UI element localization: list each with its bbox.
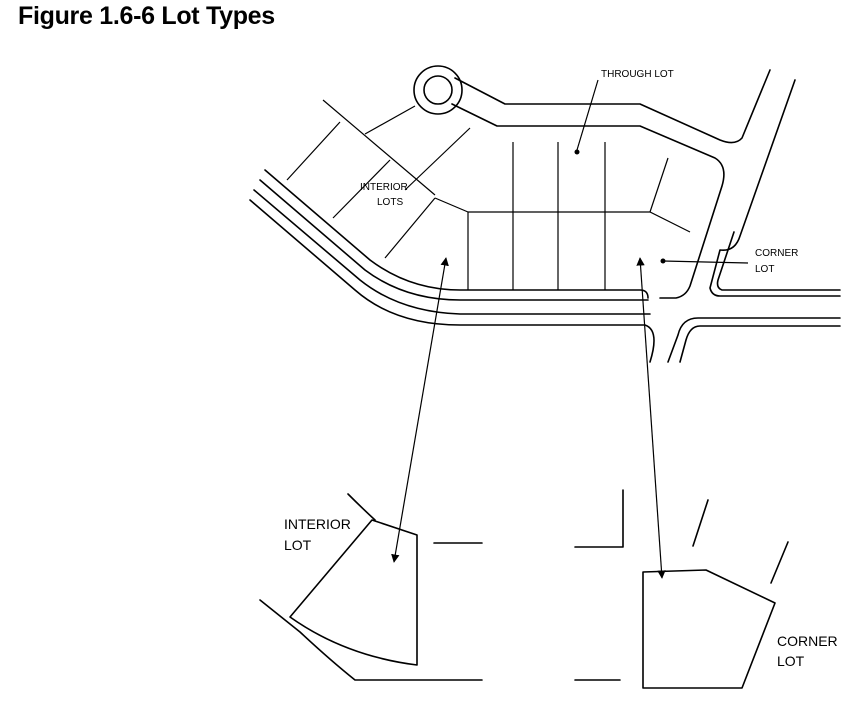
street-curve-line-2 <box>259 179 649 301</box>
interior-lot-arrow <box>391 257 449 563</box>
interior-lots-label-2: LOTS <box>377 197 403 208</box>
corner-lot-small-label-2: LOT <box>755 264 774 275</box>
lot-lines <box>286 99 691 290</box>
interior-lot-label-2: LOT <box>284 537 312 553</box>
through-lot-label: THROUGH LOT <box>601 69 674 80</box>
culdesac-street-bottom <box>451 103 725 299</box>
corner-lot-dot <box>660 258 666 264</box>
corner-lot-leader <box>662 260 749 264</box>
corner-lot-arrow <box>636 257 666 579</box>
ns-road-line-1 <box>709 79 841 297</box>
street-network <box>249 65 841 363</box>
cul-de-sac-outer <box>413 65 463 115</box>
cul-de-sac-inner <box>423 75 453 105</box>
figure-title: Figure 1.6-6 Lot Types <box>18 2 275 30</box>
interior-lot-label-1: INTERIOR <box>284 516 351 532</box>
corner-lot-label-1: CORNER <box>777 633 838 649</box>
through-lot-leader <box>576 79 599 151</box>
interior-lot-detail <box>259 493 483 681</box>
corner-lot-small-label-1: CORNER <box>755 248 798 259</box>
corner-lot-label-2: LOT <box>777 653 805 669</box>
corner-lot-detail <box>574 489 789 689</box>
through-lot-dot <box>574 149 580 155</box>
interior-lots-label-1: INTERIOR <box>360 182 408 193</box>
culdesac-street-top <box>454 69 771 144</box>
ns-road-line-4 <box>679 325 841 363</box>
ns-road-line-2 <box>716 231 841 291</box>
street-curve-line-3 <box>253 189 651 315</box>
ns-road-line-3 <box>667 317 841 363</box>
